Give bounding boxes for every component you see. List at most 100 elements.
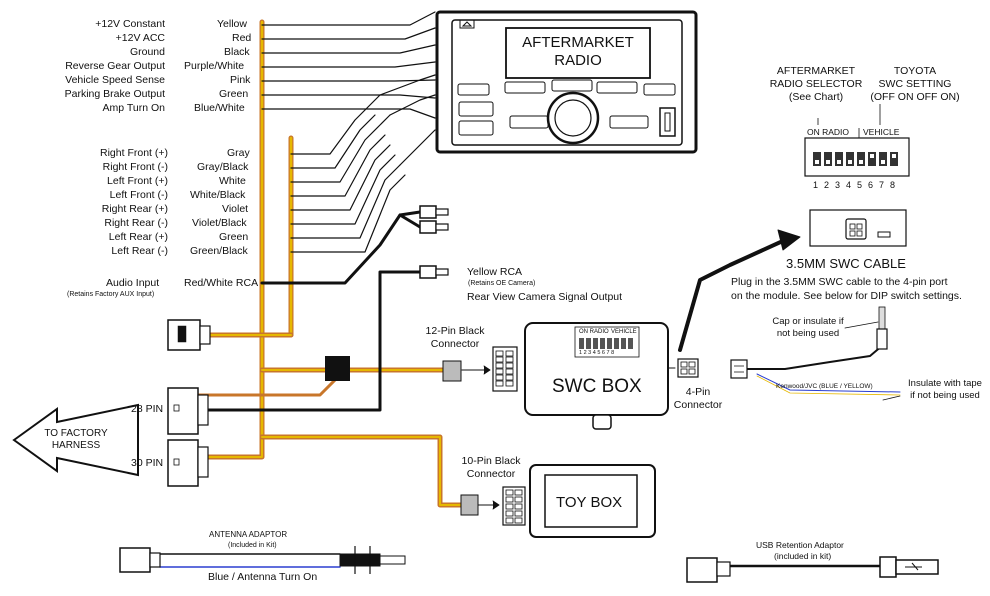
wire-function: Right Front (-) (102, 161, 168, 173)
connector-line: 4-Pin (685, 386, 711, 398)
insulate-line: if not being used (910, 390, 980, 401)
wire-function: Amp Turn On (102, 102, 165, 114)
cap-note-line: not being used (776, 328, 840, 339)
usb-adaptor-graphic (686, 556, 939, 583)
ten-pin-label: 10-Pin Black Connector (455, 455, 527, 481)
swc-mini-right: VEHICLE (611, 329, 637, 335)
wire-color: Violet (222, 203, 249, 215)
wire-function: Left Rear (+) (108, 231, 168, 243)
twelve-pin-connector (442, 346, 518, 392)
wire-color: Blue/White (194, 102, 245, 114)
yellow-rca-note: (Retains OE Camera) (468, 280, 536, 287)
dip-number: 1 (813, 180, 819, 190)
wire-color: Pink (230, 74, 251, 86)
insulate-note: Insulate with tape if not being used (900, 378, 990, 402)
yellow-rca-label: Yellow RCA (467, 266, 523, 278)
radio-selector-title: AFTERMARKET RADIO SELECTOR (See Chart) (762, 65, 870, 104)
audio-jack (876, 306, 888, 350)
dip-number: 8 (890, 180, 896, 190)
wire-color: Green/Black (190, 245, 248, 257)
speaker-wire-fan (290, 74, 436, 253)
toyota-line: SWC SETTING (878, 78, 952, 90)
factory-arrow-line: TO FACTORY (44, 428, 108, 439)
wire-function: Right Rear (-) (104, 217, 168, 229)
cable-title: 3.5MM SWC CABLE (786, 256, 906, 271)
dip-number: 6 (868, 180, 874, 190)
dip-header-right: VEHICLE (863, 127, 900, 137)
swc-box-title: SWC BOX (552, 376, 642, 397)
connector-line: 12-Pin Black (425, 325, 485, 337)
wire-function: Left Rear (-) (111, 245, 168, 257)
pin30-label: 30 PIN (131, 457, 164, 469)
swc-mini-left: ON RADIO (579, 329, 609, 335)
dip-switch-graphic (804, 104, 910, 177)
wire-color: Gray (227, 147, 250, 159)
wire-function: +12V Constant (95, 18, 165, 30)
factory-plugs (167, 319, 211, 487)
wire-color: Violet/Black (192, 217, 247, 229)
wire-color: Gray/Black (197, 161, 249, 173)
dip-number: 2 (824, 180, 830, 190)
ten-pin-connector (460, 486, 526, 526)
four-pin-label: 4-Pin Connector (665, 386, 731, 412)
toyota-setting-title: TOYOTA SWC SETTING (OFF ON OFF ON) (856, 65, 974, 104)
wire-color: Black (224, 46, 250, 58)
usb-note: (included in kit) (774, 551, 832, 561)
wire-color: Red (232, 32, 252, 44)
toyota-line: (OFF ON OFF ON) (870, 91, 960, 103)
radio-title-line1: AFTERMARKET (522, 34, 634, 51)
dip-number: 7 (879, 180, 885, 190)
toy-box-graphic (529, 464, 656, 538)
connector-line: Connector (466, 468, 516, 480)
usb-title: USB Retention Adaptor (756, 540, 844, 550)
dip-number: 4 (846, 180, 852, 190)
wire-function: Right Rear (+) (101, 203, 168, 215)
wire-function: Ground (129, 46, 165, 58)
factory-arrow-line: HARNESS (51, 440, 101, 451)
wire-color: White (219, 175, 246, 187)
radio-title-line2: RADIO (554, 52, 602, 69)
dip-number: 5 (857, 180, 863, 190)
aftermarket-radio-graphic (435, 10, 698, 154)
wire-color: Green (219, 88, 249, 100)
cable-text-2: on the module. See below for DIP switch … (731, 290, 962, 302)
factory-arrow-text: TO FACTORY HARNESS (36, 428, 116, 452)
kenwood-label: Kenwood/JVC (BLUE / YELLOW) (776, 383, 873, 390)
toy-box-title: TOY BOX (556, 494, 623, 511)
connector-line: 10-Pin Black (461, 455, 521, 467)
twelve-pin-label: 12-Pin Black Connector (420, 325, 490, 351)
dip-number: 3 (835, 180, 841, 190)
dip-header-left: ON RADIO (807, 127, 850, 137)
wire-function: Vehicle Speed Sense (65, 74, 165, 86)
wire-function: Left Front (+) (107, 175, 168, 187)
inline-module (325, 356, 350, 381)
antenna-note: (Included in Kit) (228, 542, 277, 549)
swc-module-port (809, 209, 907, 247)
selector-line: AFTERMARKET (776, 65, 856, 77)
connector-line: Connector (430, 338, 480, 350)
four-pin-connector (677, 358, 748, 379)
cap-note: Cap or insulate if not being used (763, 316, 853, 340)
radio-title: AFTERMARKET RADIO (506, 34, 650, 70)
wire-color: Purple/White (184, 60, 245, 72)
camera-output-label: Rear View Camera Signal Output (467, 291, 623, 303)
wire-function: Left Front (-) (109, 189, 168, 201)
wire-function: Right Front (+) (100, 147, 168, 159)
wire-function: Parking Brake Output (64, 88, 165, 100)
antenna-title: ANTENNA ADAPTOR (209, 530, 288, 539)
cable-text-1: Plug in the 3.5MM SWC cable to the 4-pin… (731, 276, 948, 288)
wire-function: Reverse Gear Output (65, 60, 165, 72)
wire-color: Yellow (217, 18, 247, 30)
antenna-adaptor-graphic (119, 546, 406, 574)
selector-line: RADIO SELECTOR (769, 78, 863, 90)
connector-line: Connector (673, 399, 723, 411)
audio-input-color: Red/White RCA (184, 277, 259, 289)
rca-plugs (419, 205, 449, 279)
pin28-label: 28 PIN (131, 403, 164, 415)
antenna-wire-label: Blue / Antenna Turn On (208, 571, 318, 583)
cap-note-line: Cap or insulate if (772, 316, 844, 327)
swc-box-graphic (524, 322, 669, 430)
wire-function: +12V ACC (115, 32, 165, 44)
